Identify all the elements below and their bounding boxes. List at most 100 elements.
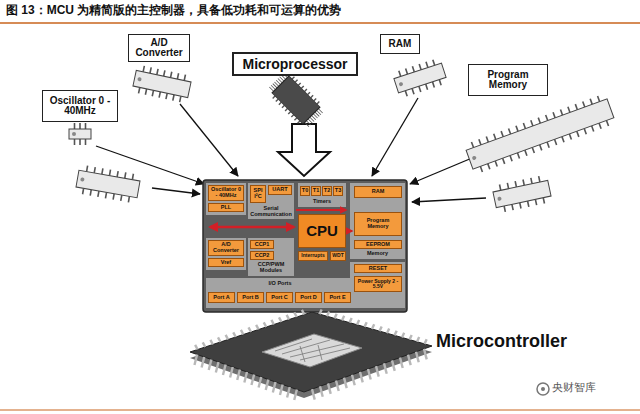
dip-chip bbox=[75, 164, 141, 203]
chip-pin bbox=[560, 110, 562, 116]
chip-pin bbox=[520, 203, 521, 209]
dip-chip bbox=[69, 123, 91, 145]
node-text: Oscillator 0 - 40MHz bbox=[46, 96, 114, 117]
node-text: A/D Converter bbox=[132, 38, 186, 59]
chip-pin bbox=[90, 190, 91, 196]
chip-pin bbox=[105, 192, 106, 198]
chip-pin bbox=[177, 73, 178, 79]
chip-pin bbox=[159, 92, 160, 98]
node-text: Microprocessor bbox=[242, 57, 347, 72]
chip-pin bbox=[305, 89, 307, 91]
chip-pin bbox=[314, 98, 316, 100]
chip-pin bbox=[516, 126, 518, 132]
chip-pin bbox=[301, 86, 303, 88]
node-text: RAM bbox=[372, 189, 385, 195]
chip-pin bbox=[113, 194, 114, 200]
chip-pin bbox=[387, 329, 389, 334]
chip-pin bbox=[400, 358, 403, 369]
mcu-die bbox=[203, 180, 407, 312]
chip-body bbox=[272, 76, 320, 124]
node-text: Oscillator 0 - 40MHz bbox=[210, 187, 242, 199]
chip-pin bbox=[328, 383, 331, 394]
group-label: I/O Ports bbox=[250, 281, 310, 287]
chip-pin bbox=[426, 84, 428, 90]
chip-pin bbox=[471, 142, 473, 148]
chip-pin bbox=[523, 123, 525, 129]
node-text: T3 bbox=[335, 188, 341, 194]
group-label: Serial Communication bbox=[248, 206, 294, 218]
bus-arrow bbox=[210, 226, 294, 229]
node-text: CCP2 bbox=[255, 253, 270, 259]
chip-pin bbox=[510, 156, 512, 162]
module-box: Vref bbox=[208, 258, 244, 267]
module-box: Power Supply 2 - 5.5V bbox=[354, 276, 402, 292]
node-text: CCP1 bbox=[255, 242, 270, 248]
chip-pin bbox=[308, 92, 310, 94]
chip-pin bbox=[271, 320, 273, 325]
node-text: A/D Converter bbox=[210, 242, 242, 254]
chip-pin bbox=[273, 96, 275, 98]
chip-pin bbox=[376, 366, 379, 377]
group-panel bbox=[350, 262, 405, 308]
chip-pin bbox=[83, 188, 84, 194]
chip-pin bbox=[139, 87, 140, 93]
chip-pin bbox=[279, 102, 281, 104]
chip-pin bbox=[568, 107, 570, 113]
chip-pin bbox=[298, 121, 300, 123]
chip-pin bbox=[237, 370, 240, 381]
chip-pin bbox=[269, 87, 273, 91]
module-box: RESET bbox=[354, 264, 402, 273]
module-box: Port E bbox=[324, 292, 351, 303]
chip-pin bbox=[392, 360, 395, 371]
chip-pin bbox=[488, 164, 490, 170]
chip-pin bbox=[368, 369, 371, 380]
chip-pin bbox=[543, 198, 544, 204]
chip-pin bbox=[233, 332, 235, 337]
chip-pin bbox=[598, 96, 600, 102]
chip-pin bbox=[538, 118, 540, 124]
chip-pin bbox=[555, 139, 557, 145]
chip-pin bbox=[184, 75, 185, 81]
chip-pin bbox=[405, 91, 407, 97]
chip-pin bbox=[584, 129, 586, 135]
chip-notch bbox=[472, 155, 477, 160]
node-text: T0 bbox=[302, 188, 308, 194]
chip-pin bbox=[102, 168, 103, 174]
dip-chip bbox=[392, 57, 448, 98]
module-box: T1 bbox=[311, 186, 321, 196]
cpu-box: CPU bbox=[298, 214, 346, 248]
chip-pin bbox=[599, 123, 601, 129]
part-label: Oscillator 0 - 40MHz bbox=[42, 90, 118, 122]
chip-pin bbox=[380, 326, 382, 331]
chip-pin bbox=[294, 312, 296, 317]
module-box: Interrupts bbox=[298, 251, 328, 261]
chip-pin bbox=[202, 357, 205, 368]
group-label: Timers bbox=[298, 199, 346, 205]
chip-body bbox=[69, 129, 91, 139]
module-box: Port C bbox=[266, 292, 293, 303]
bus-arrow bbox=[347, 230, 352, 232]
dip-chip bbox=[464, 93, 616, 174]
chip-pin bbox=[350, 318, 352, 323]
node-text: Program Memory bbox=[472, 70, 544, 91]
chip-pin bbox=[74, 123, 76, 129]
dip-chip bbox=[132, 64, 193, 103]
group-panel bbox=[206, 238, 246, 270]
module-box: A/D Converter bbox=[208, 240, 244, 256]
module-box: T0 bbox=[300, 186, 310, 196]
bottom-rule bbox=[0, 410, 640, 411]
chip-pin bbox=[164, 70, 165, 76]
group-panel bbox=[248, 183, 294, 219]
chip-pin bbox=[539, 176, 540, 182]
chip-pin bbox=[426, 62, 428, 68]
chip-pin bbox=[577, 131, 579, 137]
pointer-arrow bbox=[372, 98, 418, 176]
chip-pin bbox=[216, 362, 219, 373]
chip-notch bbox=[497, 196, 502, 201]
chip-pin bbox=[280, 385, 283, 396]
group-panel bbox=[206, 183, 246, 215]
chip-pin bbox=[273, 382, 276, 393]
group-label: CCP/PWM Modules bbox=[248, 262, 294, 274]
chip-pin bbox=[494, 134, 496, 140]
chip-pin bbox=[85, 139, 87, 145]
